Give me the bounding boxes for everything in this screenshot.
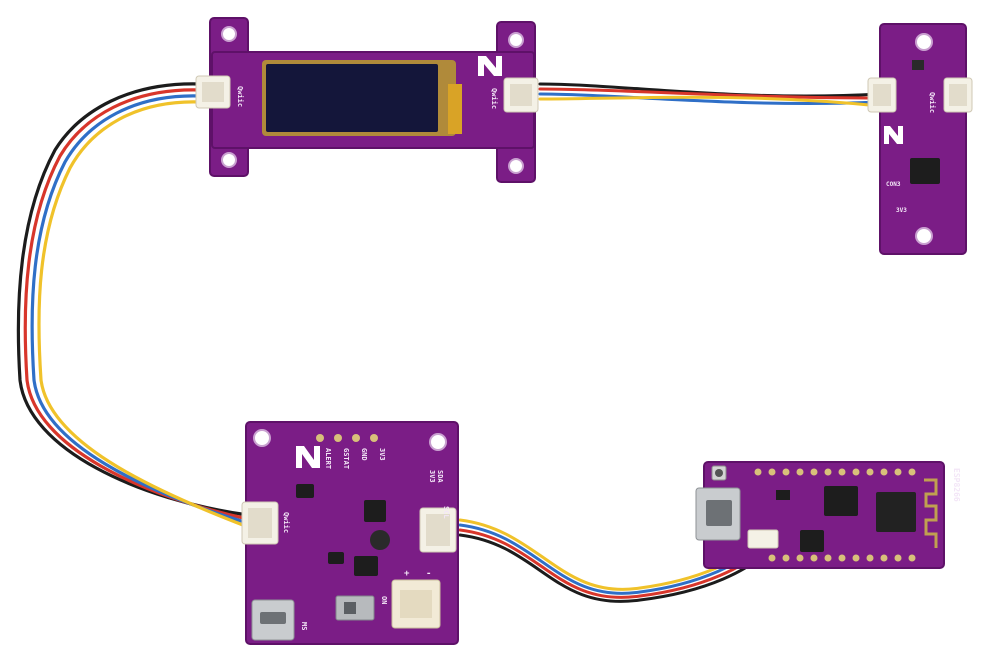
- pcb-antenna: [924, 478, 938, 548]
- mounting-hole: [915, 227, 933, 245]
- silk-label-plus: +: [404, 569, 410, 579]
- qwiic-cable-long: [16, 82, 250, 529]
- mounting-hole: [253, 429, 271, 447]
- silk-label-qwiic: Qwiic: [282, 512, 290, 533]
- sensor-chip: [910, 158, 940, 184]
- power-board: ALERT GSTAT GND 3V3 SDA 3V3 SCL Qwiic MS…: [241, 421, 459, 645]
- brand-logo: [296, 446, 320, 468]
- usb-uart-chip: [800, 530, 824, 552]
- mounting-hole: [508, 158, 524, 174]
- silk-label-qwiic: Qwiic: [236, 86, 244, 107]
- charger-ic: [364, 500, 386, 522]
- silk-label-3v3: 3V3: [896, 207, 907, 214]
- qwiic-connector: [747, 529, 779, 549]
- header-pads: [754, 468, 916, 562]
- brand-logo: [478, 56, 502, 76]
- silk-label-qwiic: Qwiic: [928, 92, 936, 113]
- sensor-board: Qwiic CON3 3V3: [867, 23, 973, 255]
- silk-label-con3: CON3: [886, 181, 901, 188]
- silk-label-qwiic: Qwiic: [490, 88, 498, 109]
- inductor: [370, 530, 390, 550]
- oled-flex-cable: [448, 84, 462, 134]
- brand-logo: [884, 126, 903, 144]
- silk-label-minus: -: [426, 569, 431, 579]
- silk-label-gstat: GSTAT: [342, 448, 350, 469]
- silk-label-on: ON: [380, 596, 388, 604]
- qwiic-cable-top: [538, 82, 882, 108]
- header-pads: [316, 434, 378, 442]
- silk-label-3v3: 3V3: [378, 448, 386, 461]
- wifi-soc: [876, 492, 916, 532]
- mounting-hole: [429, 433, 447, 451]
- silk-label-gnd: GND: [360, 448, 368, 461]
- flash-chip: [824, 486, 858, 516]
- mcu-board: ESP8266: [695, 461, 961, 569]
- silk-label-module: ESP8266: [952, 468, 961, 502]
- mounting-hole: [915, 33, 933, 51]
- silk-label-ms: MS: [300, 622, 308, 630]
- oled-screen: [266, 64, 438, 132]
- silk-label-alert: ALERT: [324, 448, 332, 469]
- oled-display-board: Qwiic Qwiic: [195, 17, 539, 183]
- silk-label-scl: SCL: [442, 506, 450, 519]
- silk-label-sda: SDA: [436, 470, 444, 483]
- mounting-hole: [508, 32, 524, 48]
- mounting-hole: [221, 152, 237, 168]
- mounting-hole: [221, 26, 237, 42]
- silk-label-3v3: 3V3: [428, 470, 436, 483]
